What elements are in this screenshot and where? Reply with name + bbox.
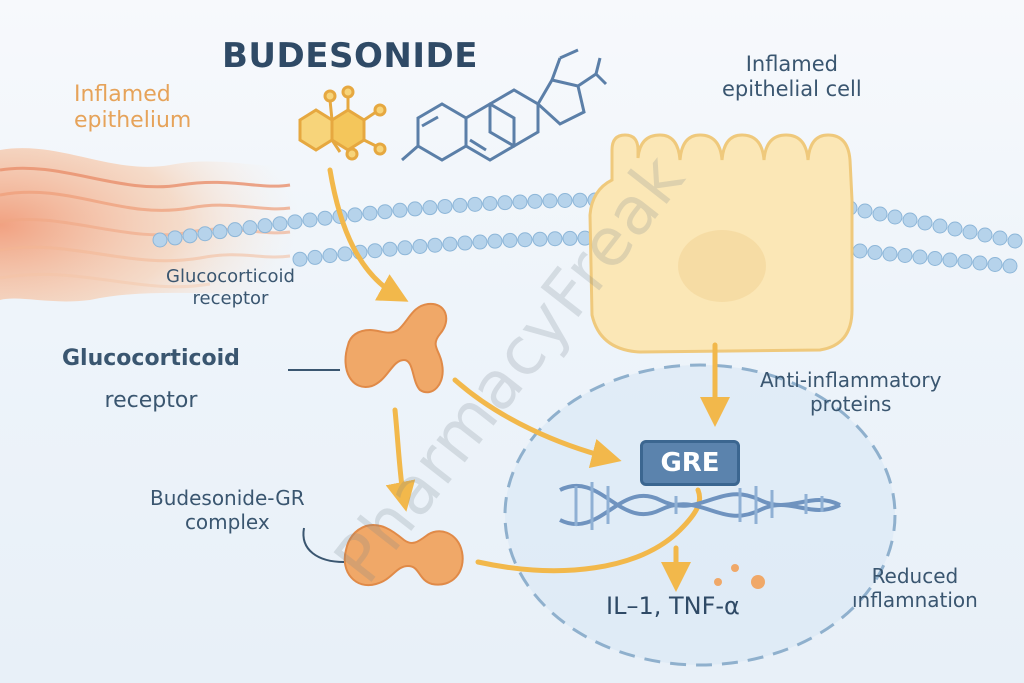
membrane-bead bbox=[287, 214, 303, 230]
cell-membrane bbox=[152, 192, 1023, 274]
membrane-bead bbox=[932, 218, 948, 234]
membrane-bead bbox=[407, 201, 423, 217]
membrane-bead bbox=[392, 202, 408, 218]
membrane-bead bbox=[197, 226, 213, 242]
membrane-bead bbox=[532, 231, 548, 247]
membrane-bead bbox=[512, 194, 528, 210]
glucocorticoid-receptor-shape bbox=[344, 302, 448, 394]
membrane-bead bbox=[382, 241, 398, 257]
inflamed-tissue bbox=[0, 148, 300, 302]
membrane-bead bbox=[377, 204, 393, 220]
membrane-bead bbox=[427, 237, 443, 253]
membrane-bead bbox=[242, 220, 258, 236]
membrane-bead bbox=[227, 222, 243, 238]
membrane-bead bbox=[547, 231, 563, 247]
membrane-bead bbox=[452, 197, 468, 213]
membrane-bead bbox=[257, 218, 273, 234]
membrane-bead bbox=[397, 240, 413, 256]
cytokine-dots bbox=[714, 564, 765, 589]
gre-box: GRE bbox=[640, 440, 740, 486]
reduced-inflammation-label: Reduced ınflamnation bbox=[852, 564, 978, 612]
membrane-bead bbox=[212, 224, 228, 240]
membrane-bead bbox=[487, 233, 503, 249]
membrane-bead bbox=[917, 215, 933, 231]
membrane-bead bbox=[362, 205, 378, 221]
epithelial-cell bbox=[588, 133, 854, 354]
membrane-bead bbox=[942, 252, 958, 268]
membrane-bead bbox=[897, 248, 913, 263]
membrane-bead bbox=[167, 230, 183, 246]
membrane-bead bbox=[852, 243, 868, 259]
membrane-bead bbox=[527, 193, 543, 209]
glucocorticoid-receptor-label: Glucocorticoid receptor bbox=[62, 346, 240, 414]
complex-pointer-line bbox=[302, 527, 345, 563]
membrane-bead bbox=[152, 232, 168, 248]
membrane-bead bbox=[337, 246, 353, 262]
membrane-bead bbox=[272, 216, 288, 232]
anti-inflammatory-proteins-label: Anti-inflammatory proteins bbox=[760, 368, 942, 416]
membrane-bead bbox=[962, 224, 978, 240]
cytokines-label: IL–1, TNF-α bbox=[606, 592, 740, 620]
membrane-bead bbox=[437, 198, 453, 214]
membrane-bead bbox=[302, 212, 318, 228]
steroid-structure-icon bbox=[401, 48, 608, 162]
membrane-bead bbox=[867, 245, 883, 260]
membrane-bead bbox=[1007, 233, 1023, 249]
cell-nucleus bbox=[678, 230, 766, 302]
membrane-bead bbox=[502, 232, 518, 248]
membrane-bead bbox=[517, 232, 533, 248]
dna-helix-icon bbox=[559, 482, 841, 530]
membrane-bead bbox=[1002, 258, 1018, 274]
membrane-bead bbox=[472, 234, 488, 250]
membrane-bead bbox=[987, 257, 1003, 272]
membrane-bead bbox=[442, 236, 458, 252]
membrane-bead bbox=[367, 243, 383, 259]
membrane-bead bbox=[317, 210, 333, 226]
inflamed-cell-label: Inflamed epithelial cell bbox=[722, 52, 862, 102]
membrane-bead bbox=[457, 235, 473, 251]
membrane-bead bbox=[542, 193, 558, 209]
membrane-bead bbox=[572, 192, 588, 208]
membrane-bead bbox=[957, 254, 973, 269]
membrane-bead bbox=[292, 251, 308, 267]
membrane-bead bbox=[347, 207, 363, 223]
membrane-bead bbox=[482, 195, 498, 211]
membrane-bead bbox=[422, 200, 438, 216]
membrane-bead bbox=[562, 230, 578, 246]
membrane-bead bbox=[912, 249, 928, 265]
membrane-bead bbox=[902, 212, 918, 228]
budesonide-gr-complex-label: Budesonide-GR complex bbox=[150, 486, 305, 534]
budesonide-molecule-icon bbox=[298, 85, 387, 161]
membrane-bead bbox=[182, 228, 198, 244]
membrane-bead bbox=[972, 255, 988, 271]
membrane-bead bbox=[992, 230, 1008, 246]
budesonide-gr-complex-shape bbox=[343, 524, 464, 587]
membrane-bead bbox=[307, 249, 323, 265]
membrane-bead bbox=[927, 251, 943, 266]
inflamed-epithelium-label: Inflamed epithelium bbox=[74, 82, 192, 134]
membrane-bead bbox=[557, 192, 573, 208]
membrane-bead bbox=[322, 248, 338, 264]
membrane-bead bbox=[497, 195, 513, 211]
membrane-bead bbox=[882, 246, 898, 262]
page-title: BUDESONIDE bbox=[222, 36, 478, 76]
membrane-bead bbox=[887, 209, 903, 225]
membrane-bead bbox=[857, 203, 873, 219]
membrane-bead bbox=[977, 227, 993, 243]
glucocorticoid-receptor-small-label: Glucocorticoid receptor bbox=[166, 266, 295, 309]
membrane-bead bbox=[872, 206, 888, 222]
membrane-bead bbox=[947, 221, 963, 237]
membrane-bead bbox=[412, 238, 428, 254]
membrane-bead bbox=[467, 196, 483, 212]
